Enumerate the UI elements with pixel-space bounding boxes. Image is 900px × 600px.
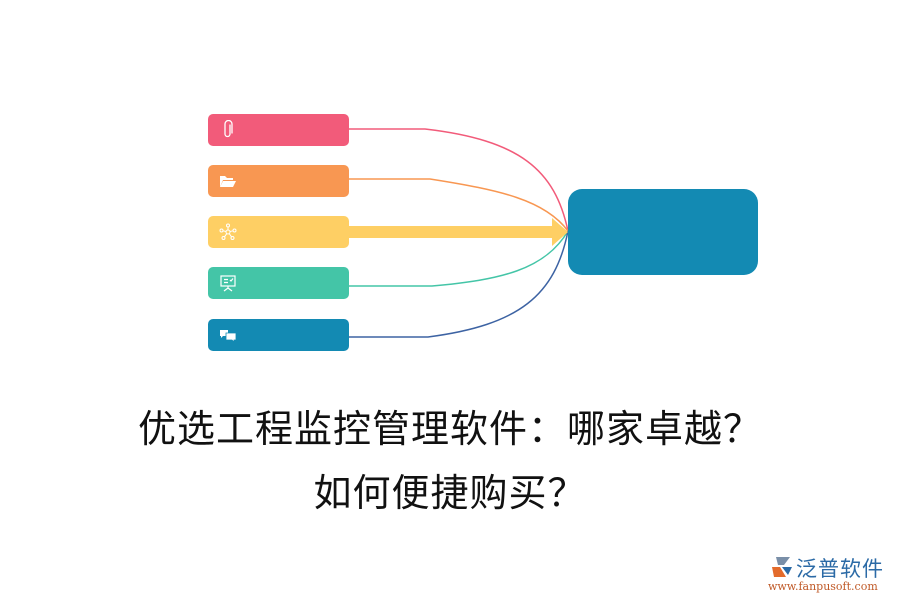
connector-1: [349, 128, 569, 232]
watermark-brand: 泛普软件: [796, 557, 884, 581]
watermark-url: www.fanpusoft.com: [768, 580, 878, 593]
connector-4: [349, 230, 569, 287]
node-chat[interactable]: [208, 319, 349, 351]
connector-3-shaft: [349, 226, 555, 238]
connector-2: [349, 178, 569, 232]
chat-bubbles-icon: [220, 330, 237, 343]
node-folder[interactable]: [208, 165, 349, 197]
center-node[interactable]: [568, 189, 758, 275]
presentation-board-icon: [220, 275, 236, 292]
node-network[interactable]: [208, 216, 349, 248]
paperclip-icon: [224, 120, 233, 138]
network-icon: [219, 223, 237, 240]
connector-5: [349, 230, 569, 338]
fanpu-logo-icon: [772, 557, 792, 577]
title-line-1: 优选工程监控管理软件：哪家卓越？: [137, 407, 762, 451]
title-line-2: 如何便捷购买？: [313, 471, 587, 515]
node-attachment[interactable]: [208, 114, 349, 146]
connector-3-arrowhead: [552, 218, 568, 246]
node-presentation[interactable]: [208, 267, 349, 299]
folder-open-icon: [220, 176, 236, 187]
watermark-logo: 泛普软件 www.fanpusoft.com: [768, 553, 896, 597]
